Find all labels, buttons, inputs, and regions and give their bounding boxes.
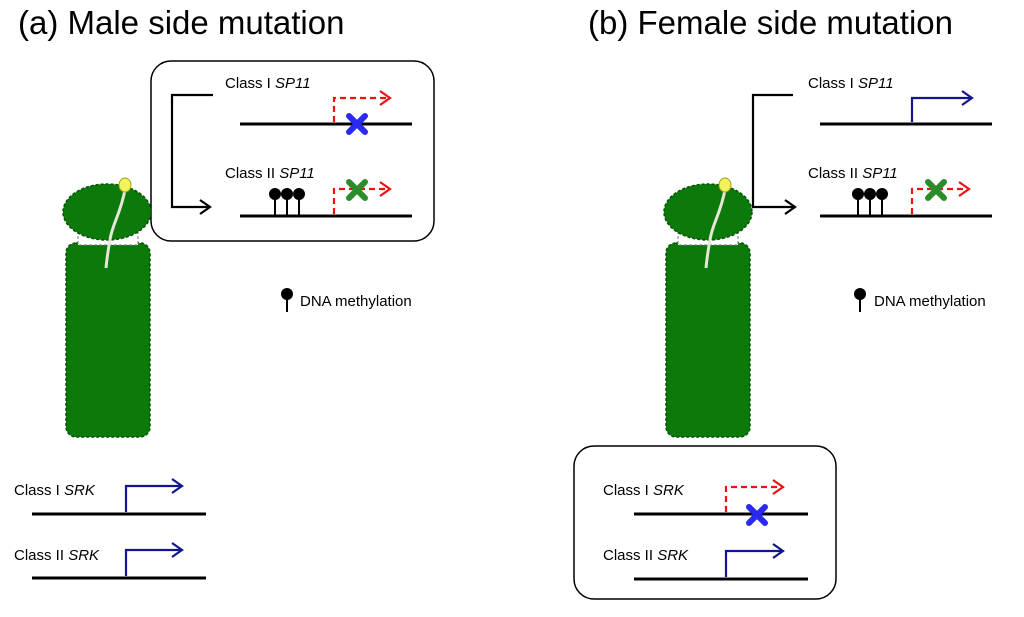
panel-a-title: (a) Male side mutation [18, 4, 345, 41]
panel-b-pistil [663, 177, 753, 438]
panel-b-class2-srk-gene [634, 543, 808, 586]
panel-b-methylation-legend-icon [854, 288, 866, 312]
panel-b-class1-sp11-label: Class I SP11 [808, 75, 894, 92]
panel-b-class2-sp11-label: Class II SP11 [808, 165, 898, 182]
panel-b-bracket-arrow [751, 93, 797, 215]
panel-a-class1-sp11-blue-x [346, 113, 368, 135]
panel-b-class1-srk-label: Class I SRK [603, 482, 684, 499]
panel-a-class1-sp11-arrowhead [379, 90, 392, 106]
panel-a-class1-sp11-gene [240, 90, 412, 135]
panel-a-class2-sp11-label: Class II SP11 [225, 165, 315, 182]
panel-a-methylation-legend-text: DNA methylation [300, 293, 412, 310]
panel-a-class2-srk-label: Class II SRK [14, 547, 100, 564]
panel-b-srk-box [573, 445, 837, 600]
panel-a-class1-srk-gene [32, 478, 206, 521]
panel-a-bracket-arrow [170, 93, 213, 215]
panel-b-class2-sp11-gene [820, 179, 992, 222]
panel-a-sp11-box [150, 60, 435, 242]
panel-b-pollen [718, 177, 732, 193]
panel-a-methylation-marks [269, 188, 305, 216]
panel-a-class2-sp11-green-x [346, 179, 368, 201]
panel-a-class2-sp11-gene [240, 179, 412, 222]
panel-b-class1-sp11-gene [820, 90, 992, 131]
panel-a-class2-srk-gene [32, 542, 206, 585]
panel-a-class2-sp11-arrowhead [379, 181, 392, 197]
panel-a-class1-sp11-label: Class I SP11 [225, 75, 311, 92]
panel-b-title: (b) Female side mutation [588, 4, 953, 41]
panel-a-methylation-legend-icon [281, 288, 293, 312]
panel-a-class2-sp11-inactive-arrow [332, 187, 388, 214]
panel-b-class1-srk-gene [634, 479, 808, 526]
panel-a-pollen [118, 177, 132, 193]
panel-b-methylation-marks [852, 188, 888, 216]
panel-b-class1-srk-blue-x [746, 504, 768, 526]
panel-a-class1-sp11-inactive-arrow [332, 96, 388, 122]
panel-a-class1-srk-label: Class I SRK [14, 482, 95, 499]
panel-b-class2-sp11-green-x [925, 179, 947, 201]
panel-b-methylation-legend-text: DNA methylation [874, 293, 986, 310]
panel-a-pistil [62, 177, 152, 438]
panel-b-class2-srk-label: Class II SRK [603, 547, 689, 564]
